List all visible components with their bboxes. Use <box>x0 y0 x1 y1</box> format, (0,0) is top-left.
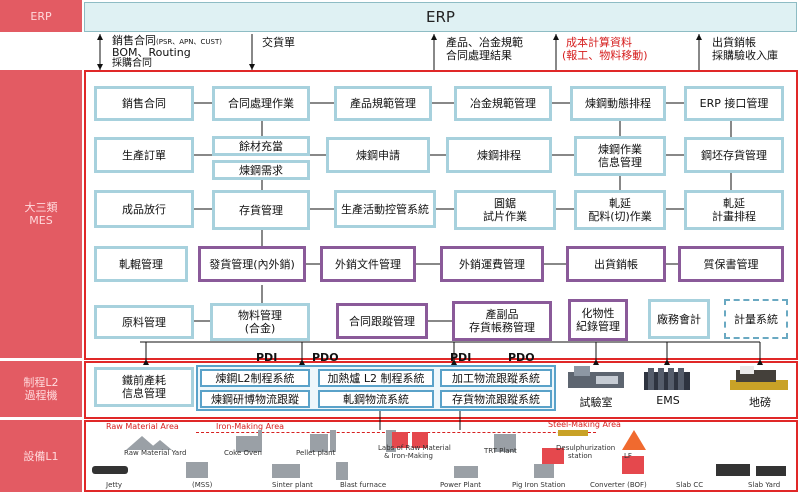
annotation-cost-detail: (報工、物料移動) <box>562 49 648 62</box>
warranty-box: 質保書管理 <box>678 246 784 282</box>
metering-box: 計量系統 <box>724 299 788 339</box>
steel-dynamic-schedule-box: 煉鋼動態排程 <box>570 86 666 121</box>
annotation-cost: 成本計算資料 <box>566 36 632 49</box>
steel-schedule-box: 煉鋼排程 <box>446 137 552 173</box>
mss-label: (MSS) <box>192 481 213 489</box>
contract-processing-box: 合同處理作業 <box>212 86 310 121</box>
steel-demand-box: 煉鋼需求 <box>212 160 310 180</box>
erp-interface-box: ERP 接口管理 <box>684 86 784 121</box>
production-order-box: 生產訂單 <box>94 137 194 173</box>
annotation-delivery: 交貨單 <box>262 36 295 49</box>
byproduct-inventory-box: 產副品存貨帳務管理 <box>452 301 552 341</box>
product-spec-box: 產品規範管理 <box>334 86 432 121</box>
material-supply-box: 餘材充當 <box>212 136 310 156</box>
l2-zone <box>84 361 798 419</box>
l2-inventory-logistics-box: 存貨物流跟蹤系統 <box>440 390 552 408</box>
pdi-label-right: PDI <box>450 351 472 364</box>
labs-label: Labs of Raw Material <box>378 444 451 452</box>
contract-tracking-box: 合同跟蹤管理 <box>336 303 428 339</box>
slab-cc-label: Slab CC <box>676 481 704 489</box>
ems-icon <box>644 368 690 390</box>
pdi-label-left: PDI <box>256 351 278 364</box>
lf-label: LF <box>624 452 632 460</box>
billet-inventory-box: 鋼坯存貨管理 <box>684 137 784 173</box>
desulph-label: Desulphurization <box>556 444 616 452</box>
erp-bar: ERP <box>84 2 797 32</box>
l2-steelmaking-box: 煉鋼L2制程系統 <box>200 369 310 387</box>
trt-plant-label: TRT Plant <box>484 447 517 455</box>
pig-iron-label: Pig Iron Station <box>512 481 566 489</box>
desulph-label-2: station <box>568 452 593 460</box>
outsourcing-box: 發貨管理(內外銷) <box>198 246 306 282</box>
labs-label-2: & Iron-Making <box>384 452 433 460</box>
chem-physical-box: 化物性紀錄管理 <box>568 299 628 341</box>
material-alloy-box: 物料管理(合金) <box>210 303 310 341</box>
sales-contract-box: 銷售合同 <box>94 86 194 121</box>
area-steel-making: Steel-Making Area <box>548 420 621 429</box>
export-docs-box: 外銷文件管理 <box>320 246 416 282</box>
metallurgy-spec-box: 冶金規範管理 <box>454 86 552 121</box>
raw-material-box: 原料管理 <box>94 305 194 339</box>
rolling-plan-box: 軋延計畫排程 <box>684 190 784 230</box>
annotation-purchase-receipt: 採購驗收入庫 <box>712 49 778 62</box>
circle-saw-box: 圓鋸試片作業 <box>454 190 556 230</box>
finished-release-box: 成品放行 <box>94 190 194 228</box>
converter-label: Converter (BOF) <box>590 481 647 489</box>
power-plant-label: Power Plant <box>440 481 482 489</box>
annotation-contract-result: 合同處理結果 <box>446 49 512 62</box>
annotation-sales: 銷售合同(PSR、APN、CUST) <box>112 34 222 47</box>
l2-furnace-box: 加熱爐 L2 制程系統 <box>318 369 434 387</box>
steel-ops-info-box: 煉鋼作業信息管理 <box>574 136 666 176</box>
roll-mgmt-box: 軋輥管理 <box>94 246 188 282</box>
annotation-spec: 產品、冶金規範 <box>446 36 523 49</box>
steel-apply-box: 煉鋼申請 <box>326 137 430 173</box>
annotation-shipping: 出貨銷帳 <box>712 36 756 49</box>
sinter-plant-label: Sinter plant <box>272 481 313 489</box>
ironmaking-info-box: 鐵前產耗信息管理 <box>94 367 194 407</box>
pdo-label-left: PDO <box>312 351 339 364</box>
layer-label-erp: ERP <box>0 0 82 32</box>
export-freight-box: 外銷運費管理 <box>440 246 544 282</box>
l1-zone <box>84 420 798 492</box>
coke-oven-label: Coke Oven <box>224 449 262 457</box>
area-iron-making: Iron-Making Area <box>216 422 285 431</box>
l2-processing-box: 加工物流跟蹤系統 <box>440 369 552 387</box>
rolling-batching-box: 軋延配料(切)作業 <box>574 190 666 230</box>
annotation-bom: BOM、Routing <box>112 46 191 59</box>
scale-icon <box>730 366 788 390</box>
shipping-box: 出貨銷帳 <box>566 246 666 282</box>
l2-steel-logistics-box: 煉鋼研博物流跟蹤 <box>200 390 310 408</box>
area-raw-material: Raw Material Area <box>106 422 179 431</box>
lab-icon <box>568 366 624 388</box>
l2-rolling-logistics-box: 軋鋼物流系統 <box>318 390 434 408</box>
annotation-purchase: 採購合同 <box>112 58 152 69</box>
layer-label-l1: 設備L1 <box>0 420 82 492</box>
raw-yard-label: Raw Material Yard <box>124 449 187 457</box>
pdo-label-right: PDO <box>508 351 535 364</box>
inventory-box: 存貨管理 <box>212 190 310 230</box>
lab-label: 試驗室 <box>579 396 613 409</box>
pellet-plant-label: Pellet plant <box>296 449 336 457</box>
activity-control-box: 生產活動控管系統 <box>334 190 436 228</box>
scale-label: 地磅 <box>749 396 771 409</box>
ems-label: EMS <box>656 394 680 407</box>
factory-accounting-box: 廠務會計 <box>648 299 710 339</box>
mes-zone <box>84 70 798 360</box>
blast-furnace-label: Blast furnace <box>340 481 387 489</box>
slab-yard-label: Slab Yard <box>748 481 781 489</box>
jetty-label: Jetty <box>106 481 123 489</box>
plant-icons <box>92 430 786 480</box>
